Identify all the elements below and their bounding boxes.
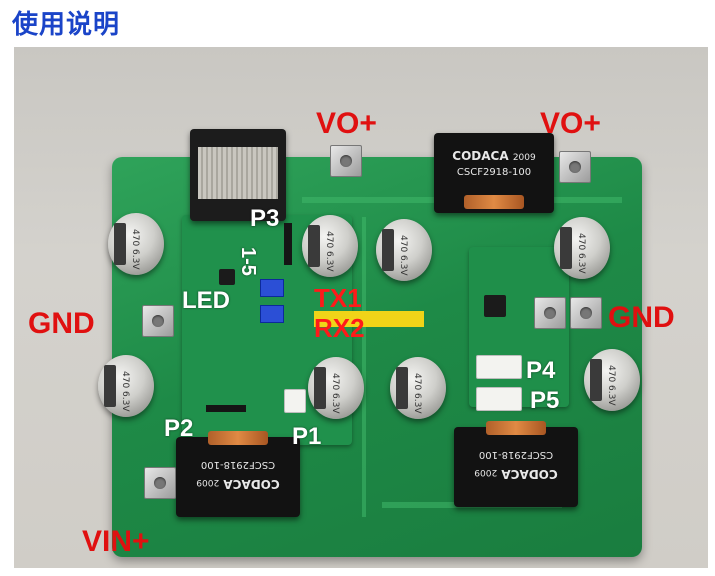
label-vo-right: VO+ bbox=[540, 107, 601, 140]
ic-chip bbox=[219, 269, 235, 285]
label-vo-left: VO+ bbox=[316, 107, 377, 140]
connector-p1 bbox=[284, 389, 306, 413]
label-gnd-left: GND bbox=[28, 307, 95, 340]
terminal-vo bbox=[559, 151, 591, 183]
inductor-winding bbox=[464, 195, 524, 209]
label-led: LED bbox=[182, 287, 230, 314]
label-gnd-right: GND bbox=[608, 301, 675, 334]
pin-header-p3 bbox=[284, 223, 292, 265]
inductor-bottom-left: CSCF2918-100 CODACA 2009 bbox=[176, 431, 300, 517]
inductor-bottom-right: CSCF2918-100 CODACA 2009 bbox=[454, 421, 578, 507]
label-p3: P3 bbox=[250, 205, 280, 232]
inductor-winding bbox=[208, 431, 268, 445]
inductor-coil bbox=[198, 147, 278, 199]
inductor-part: CSCF2918-100 bbox=[456, 167, 532, 178]
label-range: 1-5 bbox=[237, 247, 259, 276]
capacitor: 470 6.3V bbox=[554, 217, 610, 279]
connector-p4 bbox=[476, 355, 522, 379]
label-p2: P2 bbox=[164, 415, 194, 442]
jumper-strip bbox=[314, 311, 424, 327]
inductor-top-left bbox=[190, 129, 286, 221]
terminal-vin bbox=[144, 467, 176, 499]
label-vin: VIN+ bbox=[82, 525, 150, 558]
mcu-chip bbox=[484, 295, 506, 317]
inductor-brand: CODACA 2009 bbox=[474, 467, 558, 481]
capacitor: 470 6.3V bbox=[302, 215, 358, 277]
inductor-winding bbox=[486, 421, 546, 435]
pin-header-p2 bbox=[206, 405, 246, 412]
inductor-top-right: CODACA 2009 CSCF2918-100 bbox=[434, 133, 554, 213]
capacitor: 470 6.3V bbox=[584, 349, 640, 411]
label-p1: P1 bbox=[292, 423, 322, 450]
connector-p5 bbox=[476, 387, 522, 411]
label-p4: P4 bbox=[526, 357, 556, 384]
capacitor: 470 6.3V bbox=[108, 213, 164, 275]
board-photo: CODACA 2009 CSCF2918-100 CSCF2918-100 CO… bbox=[14, 47, 708, 568]
trim-potentiometer bbox=[260, 305, 284, 323]
inductor-brand: CODACA 2009 bbox=[452, 149, 536, 163]
capacitor: 470 6.3V bbox=[390, 357, 446, 419]
page-title: 使用说明 bbox=[12, 10, 121, 40]
trim-potentiometer bbox=[260, 279, 284, 297]
label-rx2: RX2 bbox=[314, 313, 365, 343]
terminal-vo bbox=[330, 145, 362, 177]
pcb-trace bbox=[362, 217, 366, 517]
capacitor: 470 6.3V bbox=[376, 219, 432, 281]
label-tx1: TX1 bbox=[314, 283, 362, 313]
label-p5: P5 bbox=[530, 387, 560, 414]
capacitor: 470 6.3V bbox=[308, 357, 364, 419]
inductor-part: CSCF2918-100 bbox=[200, 459, 276, 470]
inductor-part: CSCF2918-100 bbox=[478, 449, 554, 460]
terminal-gnd bbox=[534, 297, 566, 329]
inductor-brand: CODACA 2009 bbox=[196, 477, 280, 491]
terminal-gnd bbox=[570, 297, 602, 329]
terminal-gnd bbox=[142, 305, 174, 337]
capacitor: 470 6.3V bbox=[98, 355, 154, 417]
